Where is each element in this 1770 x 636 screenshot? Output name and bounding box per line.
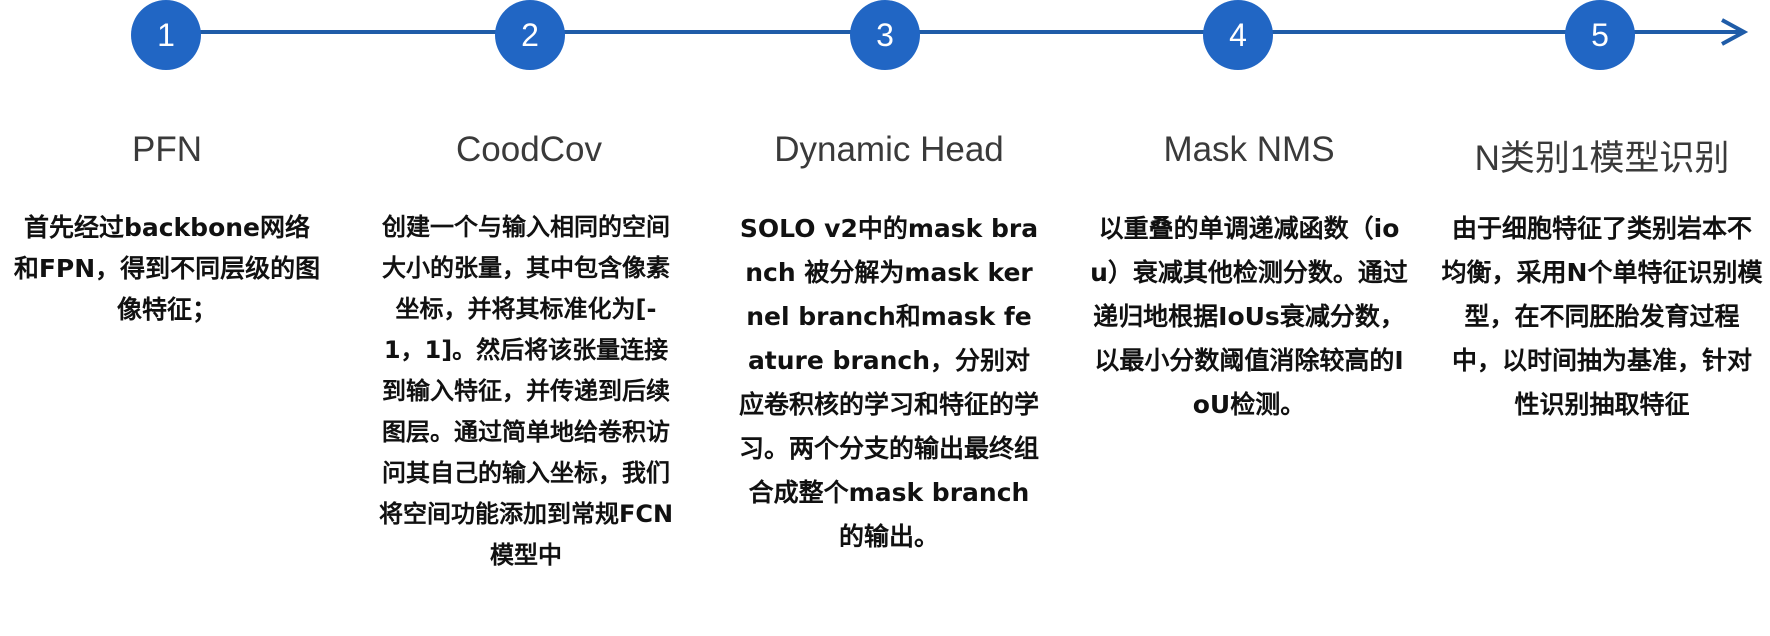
step-title: Dynamic Head [774, 130, 1004, 169]
step-title: N类别1模型识别 [1474, 139, 1730, 178]
step-description: 由于细胞特征了类别岩本不均衡，采用N个单特征识别模型，在不同胚胎发育过程中，以时… [1441, 214, 1763, 419]
timeline: 1 2 3 4 5 [131, 0, 1749, 70]
step-4-marker [1203, 0, 1273, 70]
step-5-number: 5 [1591, 17, 1609, 53]
step-description: 以重叠的单调递减函数（iou）衰减其他检测分数。通过递归地根据IoUs衰减分数，… [1090, 214, 1408, 419]
step-1-marker [131, 0, 201, 70]
step-1-number: 1 [157, 17, 175, 53]
step-description: 创建一个与输入相同的空间大小的张量，其中包含像素坐标，并将其标准化为[-1，1]… [378, 213, 674, 569]
step-column-mask-nms: Mask NMS 以重叠的单调递减函数（iou）衰减其他检测分数。通过递归地根据… [1084, 0, 1414, 636]
step-title: Mask NMS [1163, 130, 1335, 169]
step-4-number: 4 [1229, 17, 1247, 53]
step-2-marker [495, 0, 565, 70]
timeline-node-1: 1 [131, 0, 201, 70]
step-description: 首先经过backbone网络和FPN，得到不同层级的图像特征； [13, 213, 321, 324]
step-column-pfn: PFN 首先经过backbone网络和FPN，得到不同层级的图像特征； [0, 0, 334, 636]
step-5-marker [1565, 0, 1635, 70]
step-title: CoodCov [456, 130, 602, 169]
step-2-number: 2 [521, 17, 539, 53]
timeline-arrow-head [1721, 18, 1749, 46]
step-column-dynamic-head: Dynamic Head SOLO v2中的mask branch 被分解为ma… [724, 0, 1054, 636]
step-title: PFN [132, 130, 202, 169]
step-3-marker [850, 0, 920, 70]
step-column-n-class-recognition: N类别1模型识别 由于细胞特征了类别岩本不均衡，采用N个单特征识别模型，在不同胚… [1434, 0, 1770, 636]
timeline-node-3: 3 [850, 0, 920, 70]
timeline-node-2: 2 [495, 0, 565, 70]
step-description: SOLO v2中的mask branch 被分解为mask kernel bra… [739, 214, 1040, 551]
step-column-coodcov: CoodCov 创建一个与输入相同的空间大小的张量，其中包含像素坐标，并将其标准… [364, 0, 694, 636]
timeline-node-5: 5 [1565, 0, 1635, 70]
timeline-node-4: 4 [1203, 0, 1273, 70]
step-3-number: 3 [876, 17, 894, 53]
